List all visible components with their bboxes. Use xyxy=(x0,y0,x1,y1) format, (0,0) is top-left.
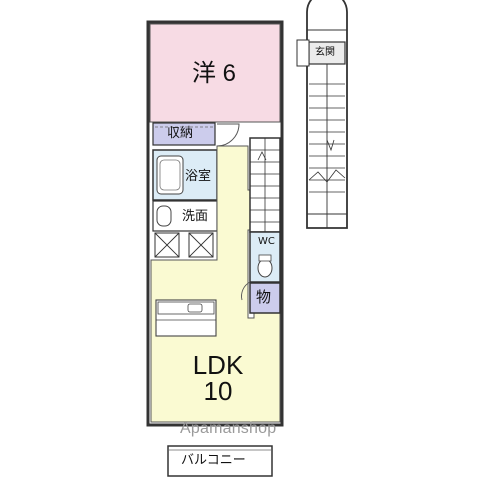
wash-basin-icon xyxy=(156,205,172,227)
ldk-label: LDK 10 xyxy=(178,352,258,404)
closet xyxy=(249,282,281,314)
sink-icon xyxy=(187,303,203,313)
storage-room xyxy=(152,122,216,146)
bath-label: 浴室 xyxy=(185,169,212,184)
balcony xyxy=(167,445,273,477)
door-swing xyxy=(241,281,251,301)
ldk-label-line2: 10 xyxy=(203,376,233,406)
watermark: Apamanshop xyxy=(180,420,277,437)
bathtub-icon xyxy=(156,155,184,195)
closet-label: 物 xyxy=(256,288,272,306)
toilet-icon xyxy=(257,258,273,278)
western-room-label: 洋 6 xyxy=(192,60,237,87)
ldk-label-line1: LDK xyxy=(192,350,244,380)
storage-label: 収納 xyxy=(167,126,194,141)
western-room xyxy=(149,23,281,123)
wc-label: WC xyxy=(258,236,275,247)
balcony-label: バルコニー xyxy=(181,453,246,468)
entrance-label: 玄関 xyxy=(315,47,335,58)
washroom-label: 洗面 xyxy=(182,209,209,224)
